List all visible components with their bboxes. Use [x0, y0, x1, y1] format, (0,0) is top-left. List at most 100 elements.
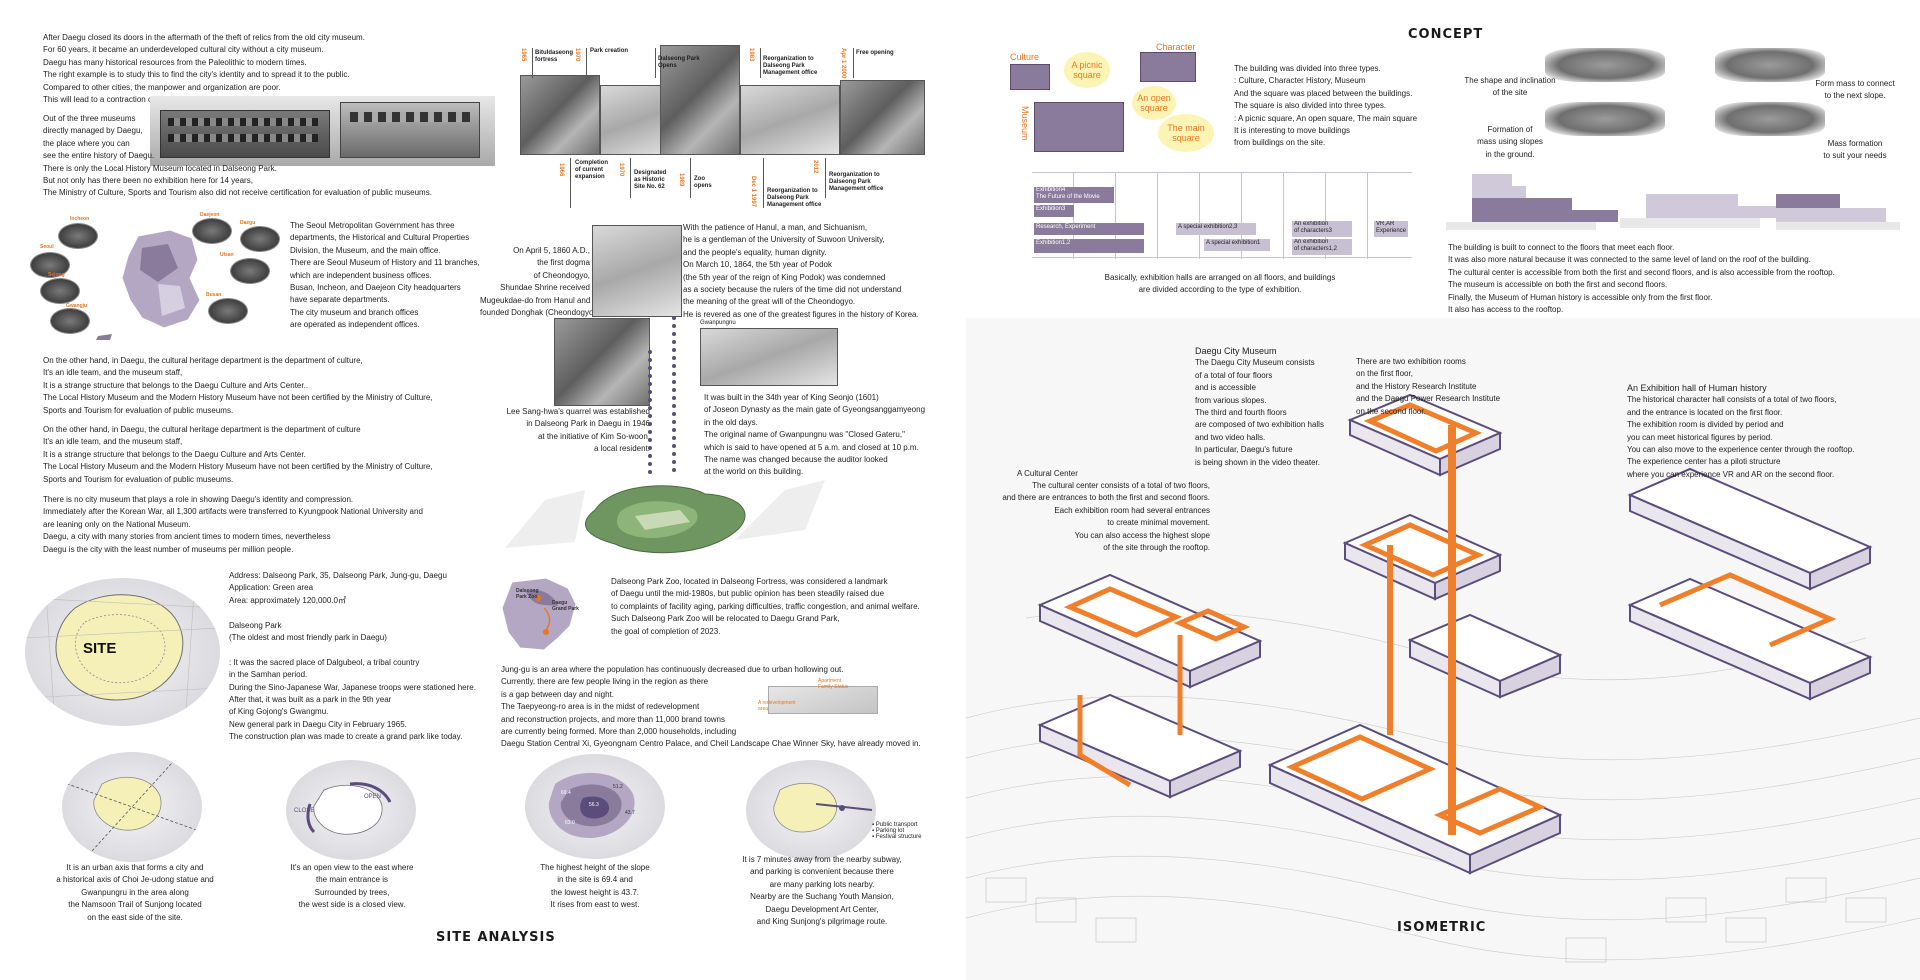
text-line: On the other hand, in Daegu, the cultura… [43, 425, 361, 434]
text-line: The Local History Museum and the Modern … [43, 462, 433, 472]
text-line: in Dalseong Park in Daegu in 1946 [526, 419, 650, 429]
site-map: SITE [25, 578, 220, 726]
text-line: In particular, Daegu's future [1195, 445, 1293, 455]
analysis-transport-map [746, 760, 876, 860]
text-line: are currently being formed. More than 2,… [501, 727, 737, 737]
text-line: have separate departments. [290, 295, 390, 305]
text-line: on the second floor. [1356, 406, 1426, 416]
text-line: where you can experience VR and AR on th… [1627, 469, 1835, 479]
text-line: at the initiative of Kim So-woon, [537, 431, 650, 441]
text-line: The Taepyeong-ro area is in the midst of… [501, 702, 700, 712]
text-line: But not only has there been no exhibitio… [43, 176, 253, 186]
text-line: Address: Dalseong Park, 35, Dalseong Par… [229, 571, 447, 580]
text-line: to create minimal movement. [1107, 518, 1210, 528]
text-line: The name was changed because the auditor… [704, 455, 888, 465]
text-line: of Daegu until the mid-1980s, but public… [611, 589, 885, 599]
form-label-4: Mass formation to suit your needs [1823, 139, 1887, 161]
cultural-desc: The cultural center consists of a total … [950, 480, 1210, 554]
program-grid: Exhibition4 The Future of the Movie Exhi… [1032, 172, 1412, 259]
text-line: The building was divided into three type… [1234, 64, 1381, 73]
text-line: The exhibition room is divided by period… [1627, 420, 1784, 430]
text-line: Immediately after the Korean War, all 1,… [43, 507, 423, 517]
text-line: Sports and Tourism for evaluation of pub… [43, 474, 234, 484]
text-line: There is only the Local History Museum l… [43, 163, 277, 173]
text-line: The historical character hall consists o… [1627, 395, 1837, 405]
gate-photo [700, 328, 838, 386]
form-label-2: Form mass to connect to the next slope. [1815, 79, 1895, 101]
text-line: in the old days. [704, 417, 758, 427]
site-analysis-title: SITE ANALYSIS [436, 930, 556, 945]
text-line: It's an idle team, and the museum staff, [43, 368, 183, 378]
text-line: of Cheondogyo, [533, 270, 591, 280]
text-line: Division, the Museum, and the main offic… [290, 245, 441, 255]
zoo-text: Dalseong Park Zoo, located in Dalseong F… [611, 576, 920, 638]
text-line [229, 644, 476, 656]
text-line: and there are entrances to both the firs… [1002, 493, 1210, 503]
text-line: which is said to have opened at 5 a.m. a… [704, 442, 919, 452]
text-line: The Ministry of Culture, Sports and Tour… [43, 188, 432, 198]
text-line: Mugeukdae-do from Hanul and [480, 295, 591, 305]
text-line: are divided according to the type of exh… [1138, 285, 1302, 295]
site-label: SITE [83, 640, 117, 657]
text-line: It is a strange structure that belongs t… [43, 380, 309, 390]
text-line: Out of the three museums [43, 114, 136, 123]
text-line: and is accessible [1195, 383, 1256, 393]
text-line: With the patience of Hanul, a man, and S… [683, 223, 868, 232]
text-line: Shundae Shrine received [500, 283, 590, 293]
text-line: Area: approximately 120,000.0㎡ [229, 595, 346, 605]
analysis-axis-map [62, 752, 202, 862]
isometric-buildings [1037, 393, 1873, 875]
text-line: Compared to other cities, the manpower a… [43, 82, 281, 92]
text-line: in the Samhan period. [229, 670, 308, 680]
text-line: Each exhibition room had several entranc… [1054, 505, 1210, 515]
text-line: Daegu Development Art Center, [765, 904, 879, 914]
text-line: the first dogma [537, 258, 590, 268]
analysis-axis-caption: It is an urban axis that forms a city an… [40, 862, 230, 924]
text-line: on the first floor, [1356, 369, 1413, 379]
text-line: The experience center has a piloti struc… [1627, 457, 1781, 467]
text-line: is a gap between day and night. [501, 689, 614, 699]
text-line: There are Seoul Museum of History and 11… [290, 258, 480, 268]
text-line: The construction plan was made to create… [229, 732, 463, 742]
text-line: and reconstruction projects, and more th… [501, 714, 725, 724]
text-line: and parking is convenient because there [750, 867, 894, 877]
text-line: The building is built to connect to the … [1448, 243, 1675, 252]
text-line: After that, it was built as a park in th… [229, 695, 392, 705]
text-line: the lowest height is 43.7. [550, 887, 640, 897]
text-line: is being shown in the video theater. [1195, 457, 1320, 467]
text-line: You can also move to the experience cent… [1627, 445, 1855, 455]
text-line: departments, the Historical and Cultural… [290, 233, 470, 243]
concept-diagram: Culture Character Museum A picnic square… [1008, 42, 1248, 154]
text-line: and the History Research Institute [1356, 381, 1477, 391]
text-line: After Daegu closed its doors in the afte… [43, 33, 365, 42]
human-history-desc: An Exhibition hall of Human history The … [1627, 382, 1854, 481]
text-line: It is 7 minutes away from the nearby sub… [742, 855, 902, 864]
text-line: of the site through the rooftop. [1103, 543, 1210, 553]
text-line: Daegu is the city with the least number … [43, 544, 294, 554]
text-line: Nearby are the Suchang Youth Mansion, [750, 892, 894, 902]
timeline-collage [520, 45, 925, 155]
text-line: from buildings on the site. [1234, 138, 1326, 148]
text-line: directly managed by Daegu, [43, 126, 143, 136]
text-line [229, 607, 476, 619]
text-line: The original name of Gwanpungnu was "Clo… [704, 430, 905, 440]
text-line: It was also more natural because it was … [1448, 255, 1811, 265]
statue-photo [592, 225, 682, 317]
text-line: The right example is to study this to fi… [43, 70, 350, 80]
korea-museum-map: Incheon Seoul Sejong Gwangju Daejeon Dae… [30, 208, 280, 340]
text-line: Dalseong Park [229, 620, 282, 630]
text-line: It also has access to the rooftop. [1448, 305, 1564, 315]
section-diagrams [1446, 168, 1906, 233]
text-line: It is an urban axis that forms a city an… [66, 863, 204, 872]
text-line: of a total of four floors [1195, 370, 1273, 380]
text-line: Dalseong Park Zoo, located in Dalseong F… [611, 577, 888, 586]
text-line: He is revered as one of the greatest fig… [683, 309, 919, 319]
text-line: see the entire history of Daegu. [43, 151, 155, 161]
text-line: It is a strange structure that belongs t… [43, 449, 306, 459]
concept-title: CONCEPT [1408, 27, 1484, 42]
text-line: the Namsoon Trail of Sunjong located [68, 900, 202, 910]
text-line: : Culture, Character History, Museum [1234, 76, 1366, 86]
